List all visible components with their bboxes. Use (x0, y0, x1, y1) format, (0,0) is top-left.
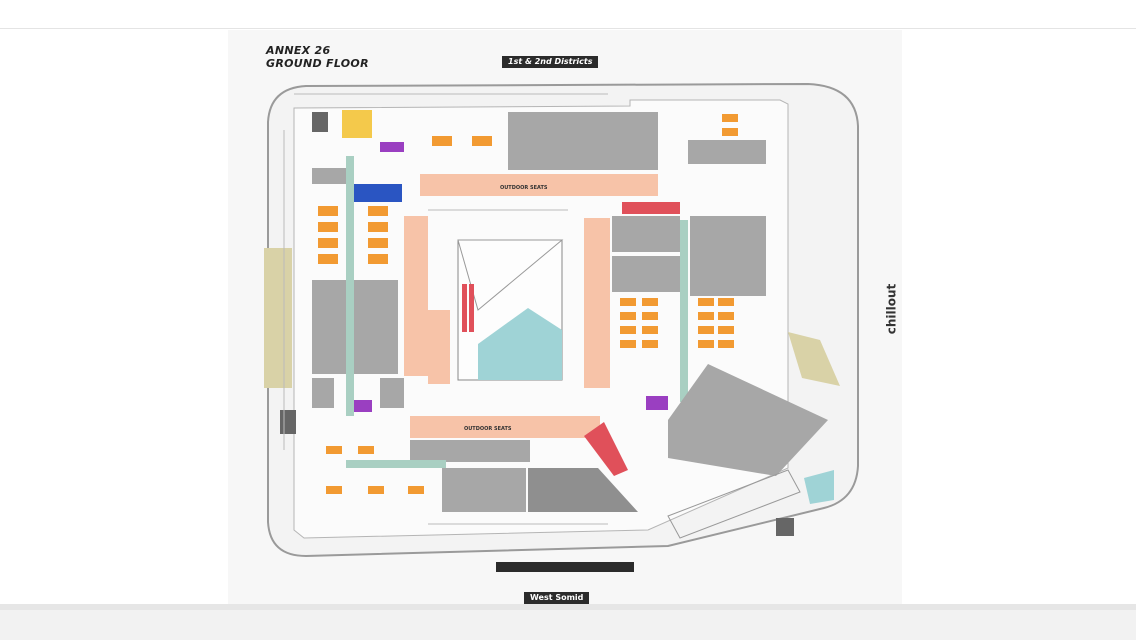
water-feature (478, 308, 562, 380)
retail-units-bottom (326, 446, 424, 494)
outdoor-seats-top (420, 174, 658, 196)
map-title-line2: GROUND FLOOR (266, 57, 369, 70)
seating-red (462, 284, 474, 332)
outdoor-seats-left (404, 216, 428, 376)
phase-block (410, 440, 530, 462)
phase-block (380, 378, 404, 408)
retail-units-top (432, 136, 492, 146)
phase-block (612, 216, 680, 252)
map-title-line1: ANNEX 26 (266, 44, 331, 57)
outdoor-seats-right (584, 218, 610, 258)
outdoor-seats-label: OUTDOOR SEATS (500, 185, 548, 191)
retail-units-top-right (722, 114, 738, 136)
floor-plan-svg: OUTDOOR SEATS (264, 82, 859, 572)
entrance-marker-left (280, 410, 296, 434)
courtyard-lines (457, 239, 564, 311)
retail-units-right (620, 298, 734, 348)
teal-plaza (804, 470, 834, 504)
floor-plan-map[interactable]: OUTDOOR SEATS (228, 30, 902, 604)
phase-block (688, 140, 766, 164)
restroom (380, 142, 404, 152)
outdoor-seats-bottom (410, 416, 600, 438)
utility-room (342, 110, 372, 138)
outdoor-seats-left-lower (428, 310, 450, 384)
corridor-right (680, 220, 688, 402)
brand-logo: chillout (884, 283, 899, 335)
walkway-arrows (283, 93, 608, 525)
road-marking (496, 562, 634, 572)
restroom-right (646, 396, 668, 410)
entrance-marker-right (776, 518, 794, 536)
sand-strip-left (264, 248, 292, 388)
service-room (312, 112, 328, 132)
phase-block-top (508, 112, 658, 170)
corridor-left (346, 156, 354, 416)
bottom-bar (0, 604, 1136, 640)
red-seating-top (622, 202, 680, 214)
phase-block (442, 468, 526, 512)
phase-block-diagonal (668, 364, 828, 476)
restroom (350, 400, 372, 412)
retail-units-left (318, 206, 388, 264)
phase-block (312, 378, 334, 408)
blue-unit (352, 184, 402, 202)
red-ramp (584, 422, 628, 476)
phase-block (312, 280, 352, 374)
top-divider (0, 28, 1136, 29)
outdoor-seats-right-lower (584, 258, 610, 388)
sand-right (788, 332, 840, 386)
phase-block (612, 256, 680, 292)
street-tag: West Somid (524, 592, 590, 604)
map-title: ANNEX 26 GROUND FLOOR (266, 44, 369, 70)
phase-block (528, 468, 638, 512)
district-tag: 1st & 2nd Districts (502, 56, 599, 68)
stairs-ramp (667, 469, 801, 539)
outdoor-seats-bottom-label: OUTDOOR SEATS (464, 426, 512, 432)
phase-block (354, 280, 398, 374)
corridor-bottom (346, 460, 446, 468)
phase-block-large (690, 216, 766, 296)
phase-block (312, 168, 352, 184)
